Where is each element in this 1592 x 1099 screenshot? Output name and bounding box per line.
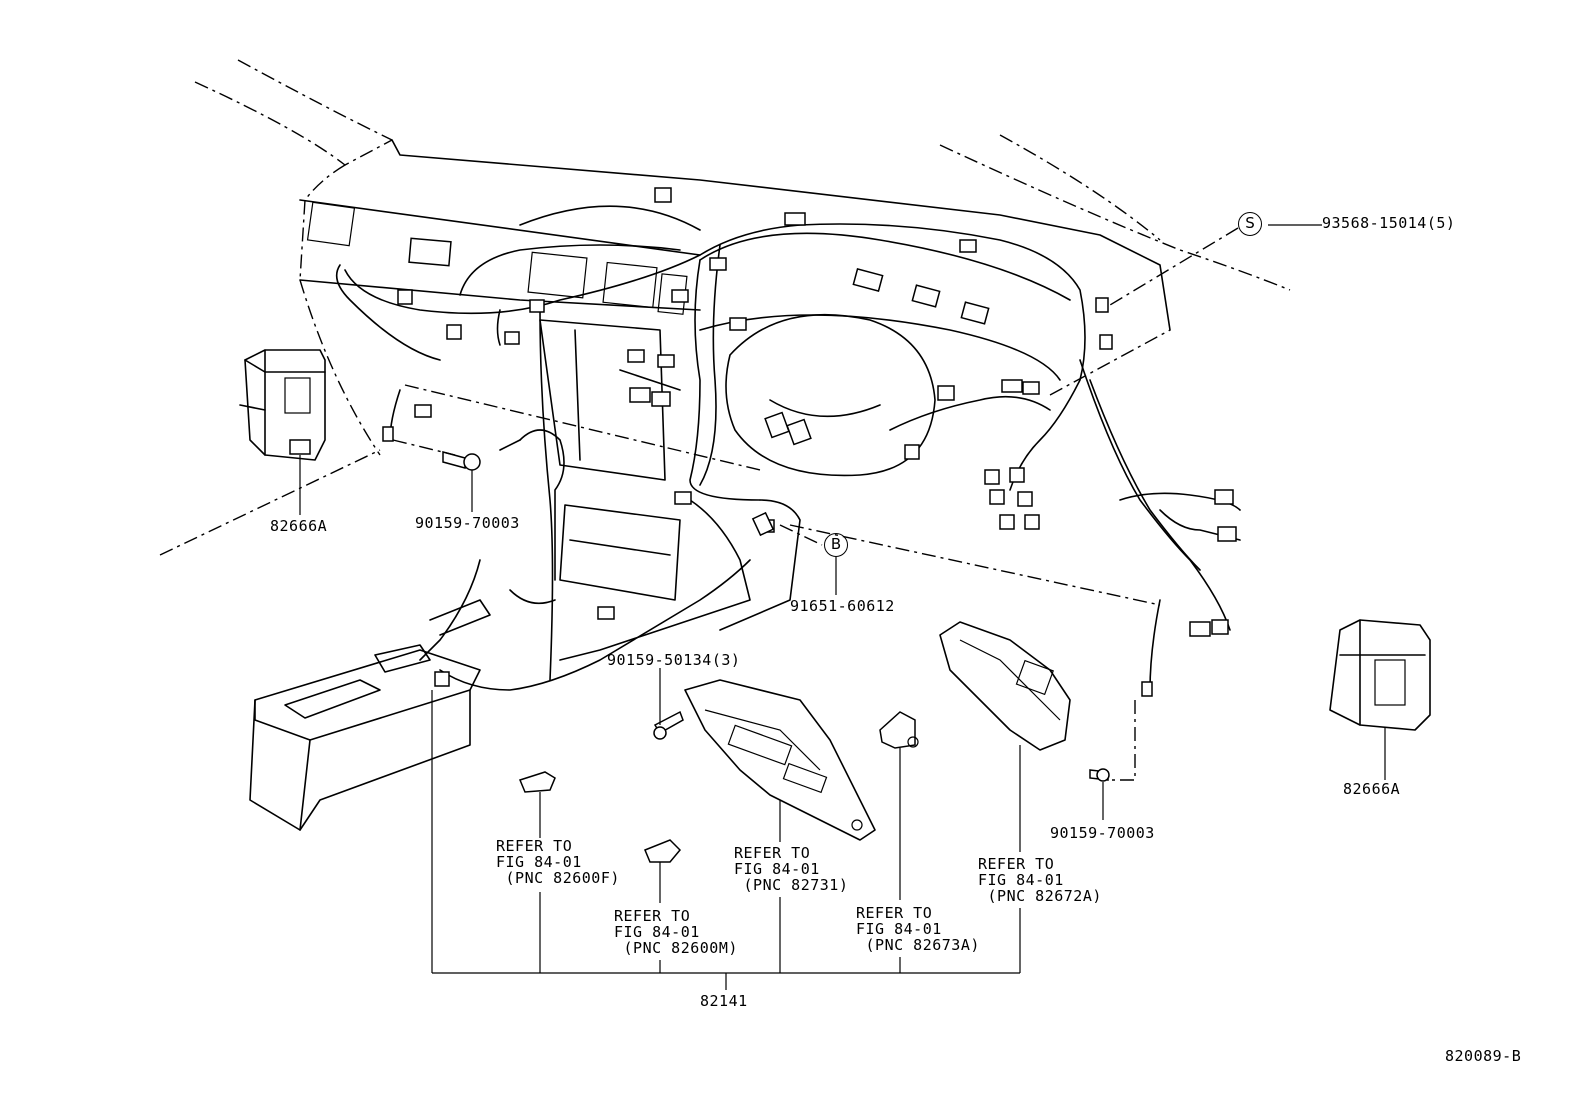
refer-pnc: (PNC 82672A) xyxy=(978,887,1102,905)
refer-note-82672a: REFER TO FIG 84-01 (PNC 82672A) xyxy=(978,856,1102,904)
refer-line: REFER TO xyxy=(734,844,811,862)
part-82666a-right: 82666A xyxy=(1343,780,1401,798)
refer-fig: FIG 84-01 xyxy=(978,871,1064,889)
refer-fig: FIG 84-01 xyxy=(496,853,582,871)
symbol-s-circle: S xyxy=(1238,212,1262,236)
refer-fig: FIG 84-01 xyxy=(614,923,700,941)
refer-fig: FIG 84-01 xyxy=(856,920,942,938)
connectors xyxy=(382,187,1237,697)
refer-note-82600m: REFER TO FIG 84-01 (PNC 82600M) xyxy=(614,908,738,956)
refer-fig: FIG 84-01 xyxy=(734,860,820,878)
instrument-panel xyxy=(299,139,1171,661)
body-outline xyxy=(159,59,1291,606)
refer-line: REFER TO xyxy=(496,837,573,855)
relay-block-right xyxy=(1329,619,1431,780)
refer-note-82673a: REFER TO FIG 84-01 (PNC 82673A) xyxy=(856,905,980,953)
refer-pnc: (PNC 82673A) xyxy=(856,936,980,954)
part-91651-60612: 91651-60612 xyxy=(790,597,895,615)
part-90159-50134: 90159-50134(3) xyxy=(607,651,741,669)
refer-pnc: (PNC 82731) xyxy=(734,876,849,894)
part-90159-70003-right: 90159-70003 xyxy=(1050,824,1155,842)
refer-note-82731: REFER TO FIG 84-01 (PNC 82731) xyxy=(734,845,848,893)
part-93568-15014: 93568-15014(5) xyxy=(1322,214,1456,232)
refer-line: REFER TO xyxy=(978,855,1055,873)
relay-block-left xyxy=(239,349,326,515)
refer-pnc: (PNC 82600M) xyxy=(614,939,738,957)
part-82666a-left: 82666A xyxy=(270,517,328,535)
symbol-b-circle: B xyxy=(824,533,848,557)
refer-line: REFER TO xyxy=(856,904,933,922)
leader-lines xyxy=(392,224,1322,990)
small-parts xyxy=(442,451,1110,903)
refer-pnc: (PNC 82600F) xyxy=(496,869,620,887)
figure-id: 820089-B xyxy=(1445,1047,1522,1065)
part-90159-70003-left: 90159-70003 xyxy=(415,514,520,532)
refer-note-82600f: REFER TO FIG 84-01 (PNC 82600F) xyxy=(496,838,620,886)
console-box xyxy=(249,599,491,831)
part-82141: 82141 xyxy=(700,992,748,1010)
refer-line: REFER TO xyxy=(614,907,691,925)
